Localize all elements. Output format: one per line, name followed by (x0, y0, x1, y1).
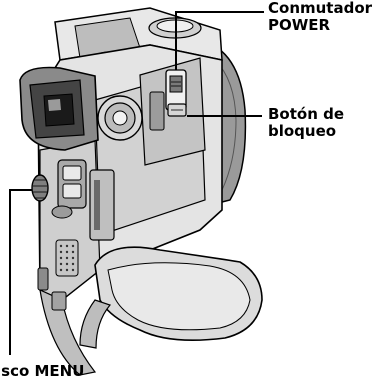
power-switch-label-line2: POWER (268, 16, 331, 34)
side-controls (51, 159, 115, 241)
power-switch-icon[interactable] (165, 69, 187, 111)
speaker-grille-icon (55, 239, 79, 277)
lock-button-label-line1: Botón de (268, 105, 345, 123)
lock-button-icon[interactable] (167, 103, 187, 117)
hand-strap-icon (79, 246, 263, 349)
power-switch-label: Conmutador POWER (268, 0, 372, 34)
lock-button-label-line2: bloqueo (268, 122, 337, 140)
top-shell (54, 7, 223, 69)
viewfinder-icon (19, 66, 99, 151)
connector-jacks (37, 267, 67, 311)
lock-button-label: Botón de bloqueo (268, 106, 344, 140)
callout-leaders (9, 11, 264, 355)
power-switch-label-line1: Conmutador (268, 0, 373, 17)
menu-wheel-icon[interactable] (31, 174, 49, 202)
menu-wheel-label-text: isco MENU (0, 362, 85, 380)
zoom-dial (97, 95, 143, 141)
menu-wheel-label: isco MENU (0, 363, 84, 380)
